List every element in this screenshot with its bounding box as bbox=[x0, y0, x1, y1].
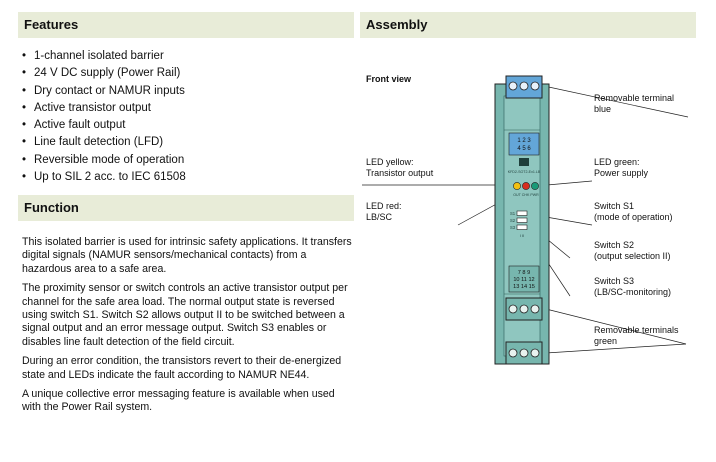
features-title: Features bbox=[24, 17, 79, 32]
switch-label-s1: S1 bbox=[510, 211, 516, 216]
leader-terminal-blue bbox=[543, 85, 689, 118]
switch-label-s3: S3 bbox=[510, 225, 516, 230]
feature-item: Line fault detection (LFD) bbox=[22, 134, 186, 151]
feature-item: Active fault output bbox=[22, 117, 186, 134]
feature-item: Reversible mode of operation bbox=[22, 152, 186, 169]
brand-logo-icon bbox=[519, 158, 529, 166]
leader-terminals-green bbox=[545, 308, 687, 345]
led-green bbox=[531, 182, 539, 190]
feature-item: Active transistor output bbox=[22, 100, 186, 117]
feature-item: Up to SIL 2 acc. to IEC 61508 bbox=[22, 169, 186, 186]
assembly-header: Assembly bbox=[360, 12, 696, 38]
label-terminal-blue: Removable terminal blue bbox=[594, 93, 675, 114]
switch-s3 bbox=[516, 224, 528, 230]
front-view-label: Front view bbox=[366, 74, 412, 84]
led-yellow bbox=[513, 182, 521, 190]
terminal-screw bbox=[530, 81, 540, 91]
terminal-numbers-bottom-row2: 10 11 12 bbox=[513, 277, 534, 283]
label-terminals-green: Removable terminals green bbox=[594, 325, 679, 346]
function-text: This isolated barrier is used for intrin… bbox=[22, 236, 352, 421]
label-switch-s2: Switch S2 (output selection II) bbox=[594, 240, 671, 261]
function-paragraph: The proximity sensor or switch controls … bbox=[22, 282, 348, 348]
led-labels: OUT CHK PWR bbox=[513, 193, 539, 197]
terminal-numbers-bottom-row3: 13 14 15 bbox=[513, 284, 535, 290]
function-paragraph: A unique collective error messaging feat… bbox=[22, 388, 335, 414]
label-switch-s1: Switch S1 (mode of operation) bbox=[594, 201, 673, 222]
switch-s1 bbox=[516, 210, 528, 216]
terminal-screw bbox=[508, 304, 518, 314]
terminal-number-window-blue bbox=[508, 132, 540, 156]
switch-s2 bbox=[516, 217, 528, 223]
device-front-view-diagram: 1 2 3 4 5 6 KFD2-SOT2-Ex1.LB OUT CHK PWR… bbox=[362, 75, 689, 365]
feature-item: 1-channel isolated barrier bbox=[22, 48, 186, 65]
terminal-number-window-green bbox=[508, 265, 540, 293]
leader-terminals-green-2 bbox=[545, 343, 687, 354]
led-red bbox=[522, 182, 530, 190]
function-header: Function bbox=[18, 195, 354, 221]
terminal-screw bbox=[508, 81, 518, 91]
assembly-title: Assembly bbox=[366, 17, 428, 32]
function-paragraph: This isolated barrier is used for intrin… bbox=[22, 236, 352, 275]
terminal-screw bbox=[519, 81, 529, 91]
terminal-numbers-bottom-row1: 7 8 9 bbox=[518, 270, 530, 276]
terminal-numbers-top-row2: 4 5 6 bbox=[517, 146, 531, 152]
label-led-green: LED green: Power supply bbox=[594, 157, 649, 178]
function-title: Function bbox=[24, 200, 79, 215]
terminal-screw bbox=[508, 348, 518, 358]
device-model-label: KFD2-SOT2-Ex1.LB bbox=[508, 170, 541, 174]
terminal-numbers-top-row1: 1 2 3 bbox=[517, 138, 531, 144]
features-list: 1-channel isolated barrier 24 V DC suppl… bbox=[22, 48, 186, 186]
terminal-screw bbox=[530, 304, 540, 314]
terminal-screw bbox=[519, 348, 529, 358]
features-header: Features bbox=[18, 12, 354, 38]
function-paragraph: During an error condition, the transisto… bbox=[22, 355, 342, 381]
label-led-red: LED red: LB/SC bbox=[366, 201, 402, 222]
label-switch-s3: Switch S3 (LB/SC-monitoring) bbox=[594, 276, 672, 297]
terminal-screw bbox=[530, 348, 540, 358]
feature-item: 24 V DC supply (Power Rail) bbox=[22, 65, 186, 82]
feature-item: Dry contact or NAMUR inputs bbox=[22, 83, 186, 100]
switch-scale-label: I II bbox=[520, 233, 524, 238]
label-led-yellow: LED yellow: Transistor output bbox=[366, 157, 434, 178]
switch-label-s2: S2 bbox=[510, 218, 516, 223]
terminal-screw bbox=[519, 304, 529, 314]
